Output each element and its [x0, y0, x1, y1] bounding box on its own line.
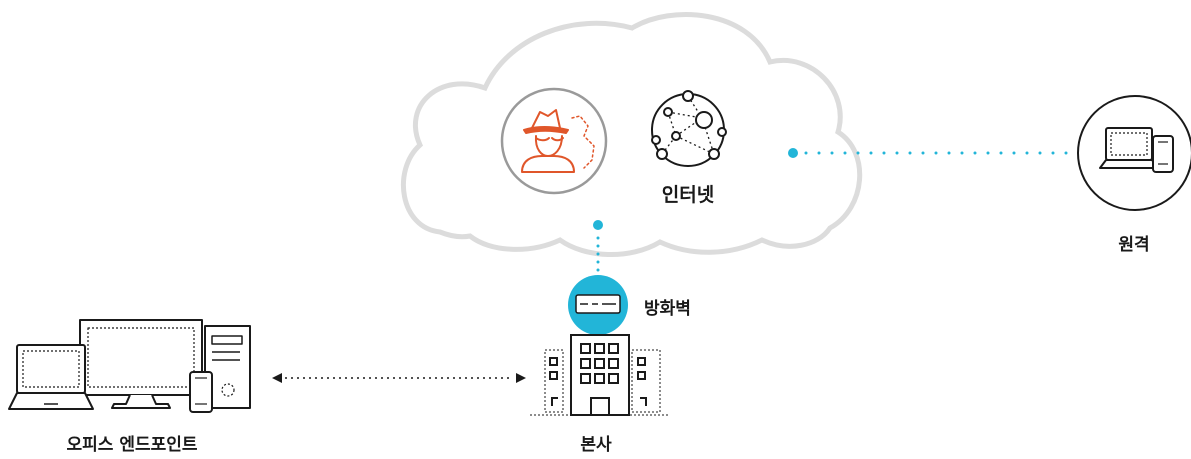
hacker-icon	[521, 109, 595, 173]
cloud-firewall-connection	[593, 220, 603, 274]
cloud-remote-connection	[788, 148, 1078, 158]
threat-node	[500, 87, 608, 195]
laptop-phone-icon	[1099, 127, 1174, 173]
firewall-appliance-icon	[568, 275, 628, 335]
remote-label: 원격	[1118, 235, 1150, 255]
firewall-label: 방화벽	[644, 299, 691, 319]
endpoints-hq-connection	[272, 373, 526, 383]
office-building-icon	[530, 334, 668, 416]
internet-cloud	[400, 11, 863, 258]
office-endpoints-label: 오피스 엔드포인트	[66, 435, 198, 455]
remote-node	[1077, 95, 1191, 211]
internet-label: 인터넷	[661, 184, 715, 206]
headquarters-label: 본사	[580, 435, 612, 455]
network-nodes-icon	[651, 90, 727, 167]
computer-devices-icon	[8, 319, 251, 413]
